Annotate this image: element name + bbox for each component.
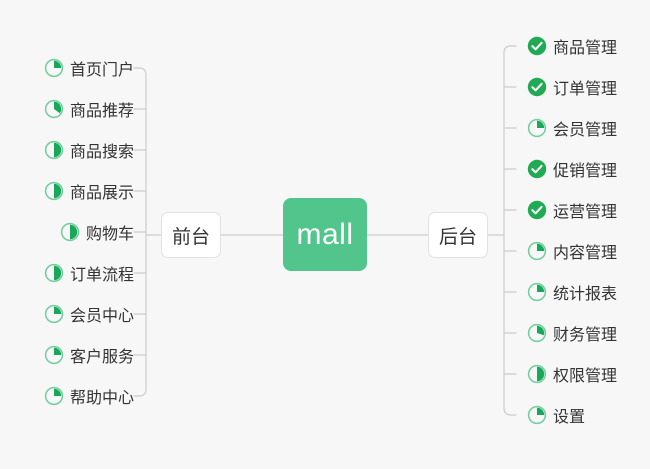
leaf-item-frontend-7[interactable]: 客户服务 bbox=[44, 342, 134, 368]
center-node-mall[interactable]: mall bbox=[283, 198, 367, 271]
leaf-item-backend-2[interactable]: 会员管理 bbox=[527, 115, 617, 141]
leaf-item-backend-1[interactable]: 订单管理 bbox=[527, 74, 617, 100]
branch-node-backend-label: 后台 bbox=[438, 226, 477, 248]
pie-progress-icon bbox=[44, 386, 64, 406]
check-circle-icon bbox=[527, 36, 547, 56]
leaf-item-label: 商品管理 bbox=[553, 40, 618, 57]
pie-progress-icon bbox=[44, 263, 64, 283]
pie-progress-icon bbox=[527, 364, 547, 384]
leaf-item-backend-9[interactable]: 设置 bbox=[527, 402, 585, 428]
leaf-item-label: 商品推荐 bbox=[69, 103, 134, 120]
leaf-item-backend-5[interactable]: 内容管理 bbox=[527, 238, 617, 264]
branch-node-frontend[interactable]: 前台 bbox=[161, 212, 221, 258]
leaf-item-label: 帮助中心 bbox=[69, 390, 134, 407]
leaf-item-label: 商品展示 bbox=[69, 185, 134, 202]
center-node-label: mall bbox=[296, 217, 354, 251]
branch-node-frontend-label: 前台 bbox=[171, 226, 210, 248]
leaf-item-frontend-8[interactable]: 帮助中心 bbox=[44, 383, 134, 409]
leaf-item-label: 统计报表 bbox=[553, 286, 618, 303]
pie-progress-icon bbox=[44, 140, 64, 160]
pie-progress-icon bbox=[527, 405, 547, 425]
leaf-item-frontend-5[interactable]: 订单流程 bbox=[44, 260, 134, 286]
leaf-item-backend-6[interactable]: 统计报表 bbox=[527, 279, 617, 305]
leaf-item-frontend-0[interactable]: 首页门户 bbox=[44, 55, 134, 81]
leaf-item-label: 购物车 bbox=[85, 226, 134, 243]
pie-progress-icon bbox=[44, 58, 64, 78]
leaf-item-label: 促销管理 bbox=[553, 163, 618, 180]
pie-progress-icon bbox=[44, 99, 64, 119]
leaf-item-label: 订单管理 bbox=[553, 81, 618, 98]
leaf-item-backend-8[interactable]: 权限管理 bbox=[527, 361, 617, 387]
leaf-item-label: 会员中心 bbox=[69, 308, 134, 325]
leaf-item-backend-4[interactable]: 运营管理 bbox=[527, 197, 617, 223]
leaf-item-label: 内容管理 bbox=[553, 245, 618, 262]
pie-progress-icon bbox=[44, 304, 64, 324]
pie-progress-icon bbox=[44, 181, 64, 201]
leaf-item-backend-3[interactable]: 促销管理 bbox=[527, 156, 617, 182]
check-circle-icon bbox=[527, 200, 547, 220]
leaf-item-label: 订单流程 bbox=[69, 267, 134, 284]
leaf-item-frontend-2[interactable]: 商品搜索 bbox=[44, 137, 134, 163]
branch-node-backend[interactable]: 后台 bbox=[428, 212, 488, 258]
leaf-item-label: 首页门户 bbox=[69, 62, 134, 79]
check-circle-icon bbox=[527, 77, 547, 97]
check-circle-icon bbox=[527, 159, 547, 179]
pie-progress-icon bbox=[527, 118, 547, 138]
leaf-item-label: 权限管理 bbox=[553, 368, 618, 385]
leaf-item-label: 运营管理 bbox=[553, 204, 618, 221]
pie-progress-icon bbox=[60, 222, 80, 242]
leaf-item-frontend-4[interactable]: 购物车 bbox=[60, 219, 134, 245]
leaf-item-label: 商品搜索 bbox=[69, 144, 134, 161]
leaf-item-frontend-6[interactable]: 会员中心 bbox=[44, 301, 134, 327]
leaf-item-label: 会员管理 bbox=[553, 122, 618, 139]
pie-progress-icon bbox=[527, 241, 547, 261]
leaf-item-label: 设置 bbox=[553, 409, 586, 426]
leaf-item-backend-7[interactable]: 财务管理 bbox=[527, 320, 617, 346]
leaf-item-label: 财务管理 bbox=[553, 327, 618, 344]
leaf-item-backend-0[interactable]: 商品管理 bbox=[527, 33, 617, 59]
leaf-item-label: 客户服务 bbox=[69, 349, 134, 366]
leaf-item-frontend-1[interactable]: 商品推荐 bbox=[44, 96, 134, 122]
leaf-item-frontend-3[interactable]: 商品展示 bbox=[44, 178, 134, 204]
pie-progress-icon bbox=[527, 323, 547, 343]
pie-progress-icon bbox=[44, 345, 64, 365]
pie-progress-icon bbox=[527, 282, 547, 302]
